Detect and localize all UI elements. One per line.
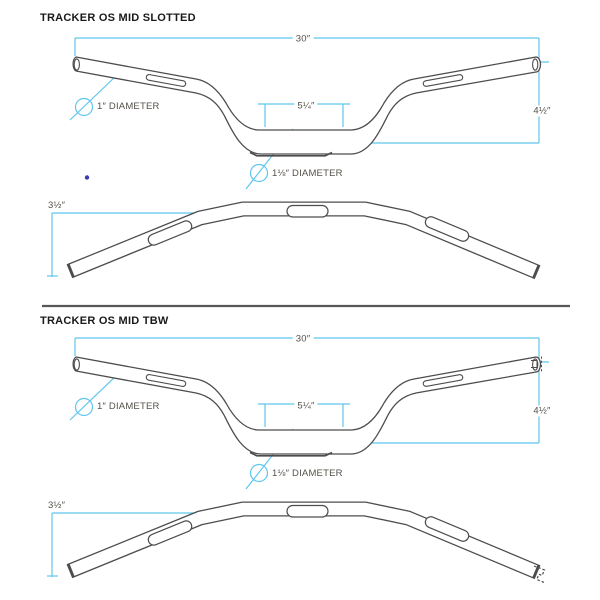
figure-tracker-os-mid-slotted: [47, 38, 549, 279]
dim-center-width: 5¼″: [294, 400, 318, 412]
figure-tracker-os-mid-tbw: [47, 338, 549, 579]
dim-grip-diameter: 1″ DIAMETER: [97, 401, 160, 412]
dim-pullback: 3½″: [48, 500, 66, 511]
section-title: TRACKER OS MID TBW: [40, 315, 169, 327]
dim-center-width: 5¼″: [294, 100, 318, 112]
dim-clamp-diameter: 1⅛″ DIAMETER: [272, 468, 343, 479]
dim-pullback: 3½″: [48, 200, 66, 211]
dim-clamp-diameter: 1⅛″ DIAMETER: [272, 168, 343, 179]
tbw-plan-end-notch: [533, 565, 546, 584]
stray-dot: [84, 175, 90, 180]
dim-overall-width: 30″: [292, 33, 314, 45]
dim-grip-diameter: 1″ DIAMETER: [97, 101, 160, 112]
tbw-end-details: [531, 356, 546, 584]
dim-rise: 4½″: [530, 405, 554, 417]
dim-overall-width: 30″: [292, 333, 314, 345]
dim-rise: 4½″: [530, 105, 554, 117]
section-title: TRACKER OS MID SLOTTED: [40, 12, 196, 24]
